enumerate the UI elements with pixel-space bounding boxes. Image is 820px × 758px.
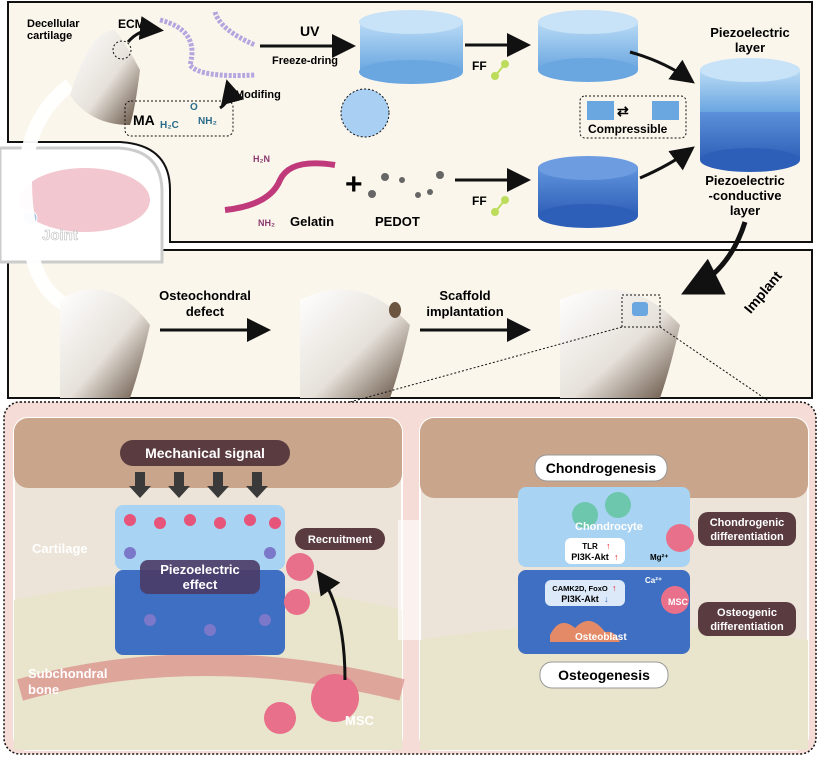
mechanical-signal-badge: [120, 440, 290, 466]
negative-charges: [124, 547, 276, 636]
compressible-box: [579, 95, 687, 139]
cartilage-label: Cartilage: [32, 541, 88, 556]
cartilage-layer-block: [518, 487, 690, 567]
ecm-label: ECM: [118, 17, 145, 31]
decellular-cartilage-bone: [70, 30, 140, 125]
chondrogenesis-badge: [534, 454, 668, 482]
implant-arrow: [681, 221, 748, 295]
equilibrium-arrows: ⇄: [617, 103, 629, 119]
modifying-arrow: [219, 79, 245, 110]
msc-label: MSC: [345, 713, 375, 728]
defect-hole: [389, 302, 401, 318]
osteogenesis-badge: [539, 661, 669, 689]
gelatin-chain: [224, 160, 336, 213]
ma-formula-o: O: [190, 102, 198, 113]
chondrocyte-cells: [572, 492, 631, 528]
pore-zoom-circle: [340, 88, 390, 138]
msc-cells-right: [661, 524, 694, 614]
gelatin-label: Gelatin: [290, 214, 334, 229]
chondrocyte-label: Chondrocyte: [575, 521, 643, 533]
merge-arrow-bottom: [639, 146, 695, 180]
piezoelectric-scaffold: [538, 10, 638, 82]
implant-zoom-box: [621, 294, 661, 328]
ecm-arrow: [126, 16, 164, 44]
recruitment-arrow: [316, 570, 347, 681]
recruitment-badge: [295, 528, 385, 550]
ma-formula-left: H₂C: [160, 120, 179, 131]
pedot-label: PEDOT: [375, 214, 420, 229]
ma-formula-right: NH₂: [198, 116, 217, 127]
recruitment-label: Recruitment: [308, 534, 373, 546]
joint-bone-2: [300, 289, 410, 398]
implanted-scaffold: [632, 302, 648, 316]
down-arrow-icon: ↓: [604, 594, 609, 604]
tlr-box: [565, 538, 625, 564]
osteogenesis-label: Osteogenesis: [558, 667, 650, 683]
ecm-chains: [159, 11, 256, 79]
conductive-scaffold: [538, 156, 638, 228]
expanded-block-icon: [652, 101, 679, 120]
osteoblast-label: Osteoblast: [575, 632, 627, 643]
bilayer-scaffold: [700, 58, 800, 172]
plus-sign: +: [345, 168, 363, 201]
joint-bone-3: [560, 289, 680, 398]
camk-label: CAMK2D, FoxO: [552, 584, 608, 593]
camk-box: [545, 580, 625, 606]
pig-illustration: [20, 168, 150, 232]
ma-label: MA: [133, 112, 155, 128]
force-arrows: [129, 472, 268, 498]
compressible-label: Compressible: [588, 122, 668, 136]
mechanical-signal-label: Mechanical signal: [145, 445, 265, 461]
nh2-label: NH₂: [258, 218, 275, 228]
joint-label: Joint: [42, 227, 78, 244]
up-arrow-icon: ↑: [614, 552, 619, 562]
up-arrow-icon: ↑: [606, 541, 611, 551]
osteogenic-differentiation-badge: [698, 602, 796, 636]
tlr-label: TLR: [582, 542, 598, 551]
ff-molecule-icon: [491, 196, 509, 216]
ma-box: [124, 100, 234, 137]
ff-label-bottom: FF: [472, 194, 487, 208]
uv-label: UV: [300, 23, 320, 39]
msc-label-right: MSC: [668, 597, 689, 607]
ecm-zoom-circle: [112, 40, 132, 60]
h2n-label: H₂N: [253, 154, 270, 164]
mg-label: Mg²⁺: [650, 553, 668, 562]
chondrogenic-differentiation-badge: [698, 512, 796, 546]
ca-label: Ca²⁺: [645, 576, 662, 585]
merge-arrow-top: [629, 50, 695, 84]
positive-charges: [124, 514, 281, 529]
osteoblast-cells: [550, 620, 620, 642]
msc-cells: [264, 553, 359, 734]
piezoelectric-effect-badge: [140, 560, 260, 594]
pi3k-down-label: PI3K-Akt: [561, 594, 599, 604]
freeze-drying-label: Freeze-dring: [272, 55, 338, 67]
chondrogenesis-label: Chondrogenesis: [546, 460, 657, 476]
pedot-particles: [368, 171, 444, 198]
up-arrow-icon: ↑: [612, 583, 617, 593]
porous-scaffold: [359, 10, 463, 84]
joint-bone-1: [60, 289, 150, 398]
pi3k-up-label: PI3K-Akt: [571, 552, 609, 562]
ff-label-top: FF: [472, 59, 487, 73]
left-panel: [13, 417, 405, 751]
white-arrow-up: [18, 79, 75, 232]
ff-molecule-icon: [491, 60, 509, 80]
compressed-block-icon: [587, 101, 614, 120]
modifying-label: Modifing: [235, 89, 281, 101]
zoom-line-left: [349, 326, 623, 403]
